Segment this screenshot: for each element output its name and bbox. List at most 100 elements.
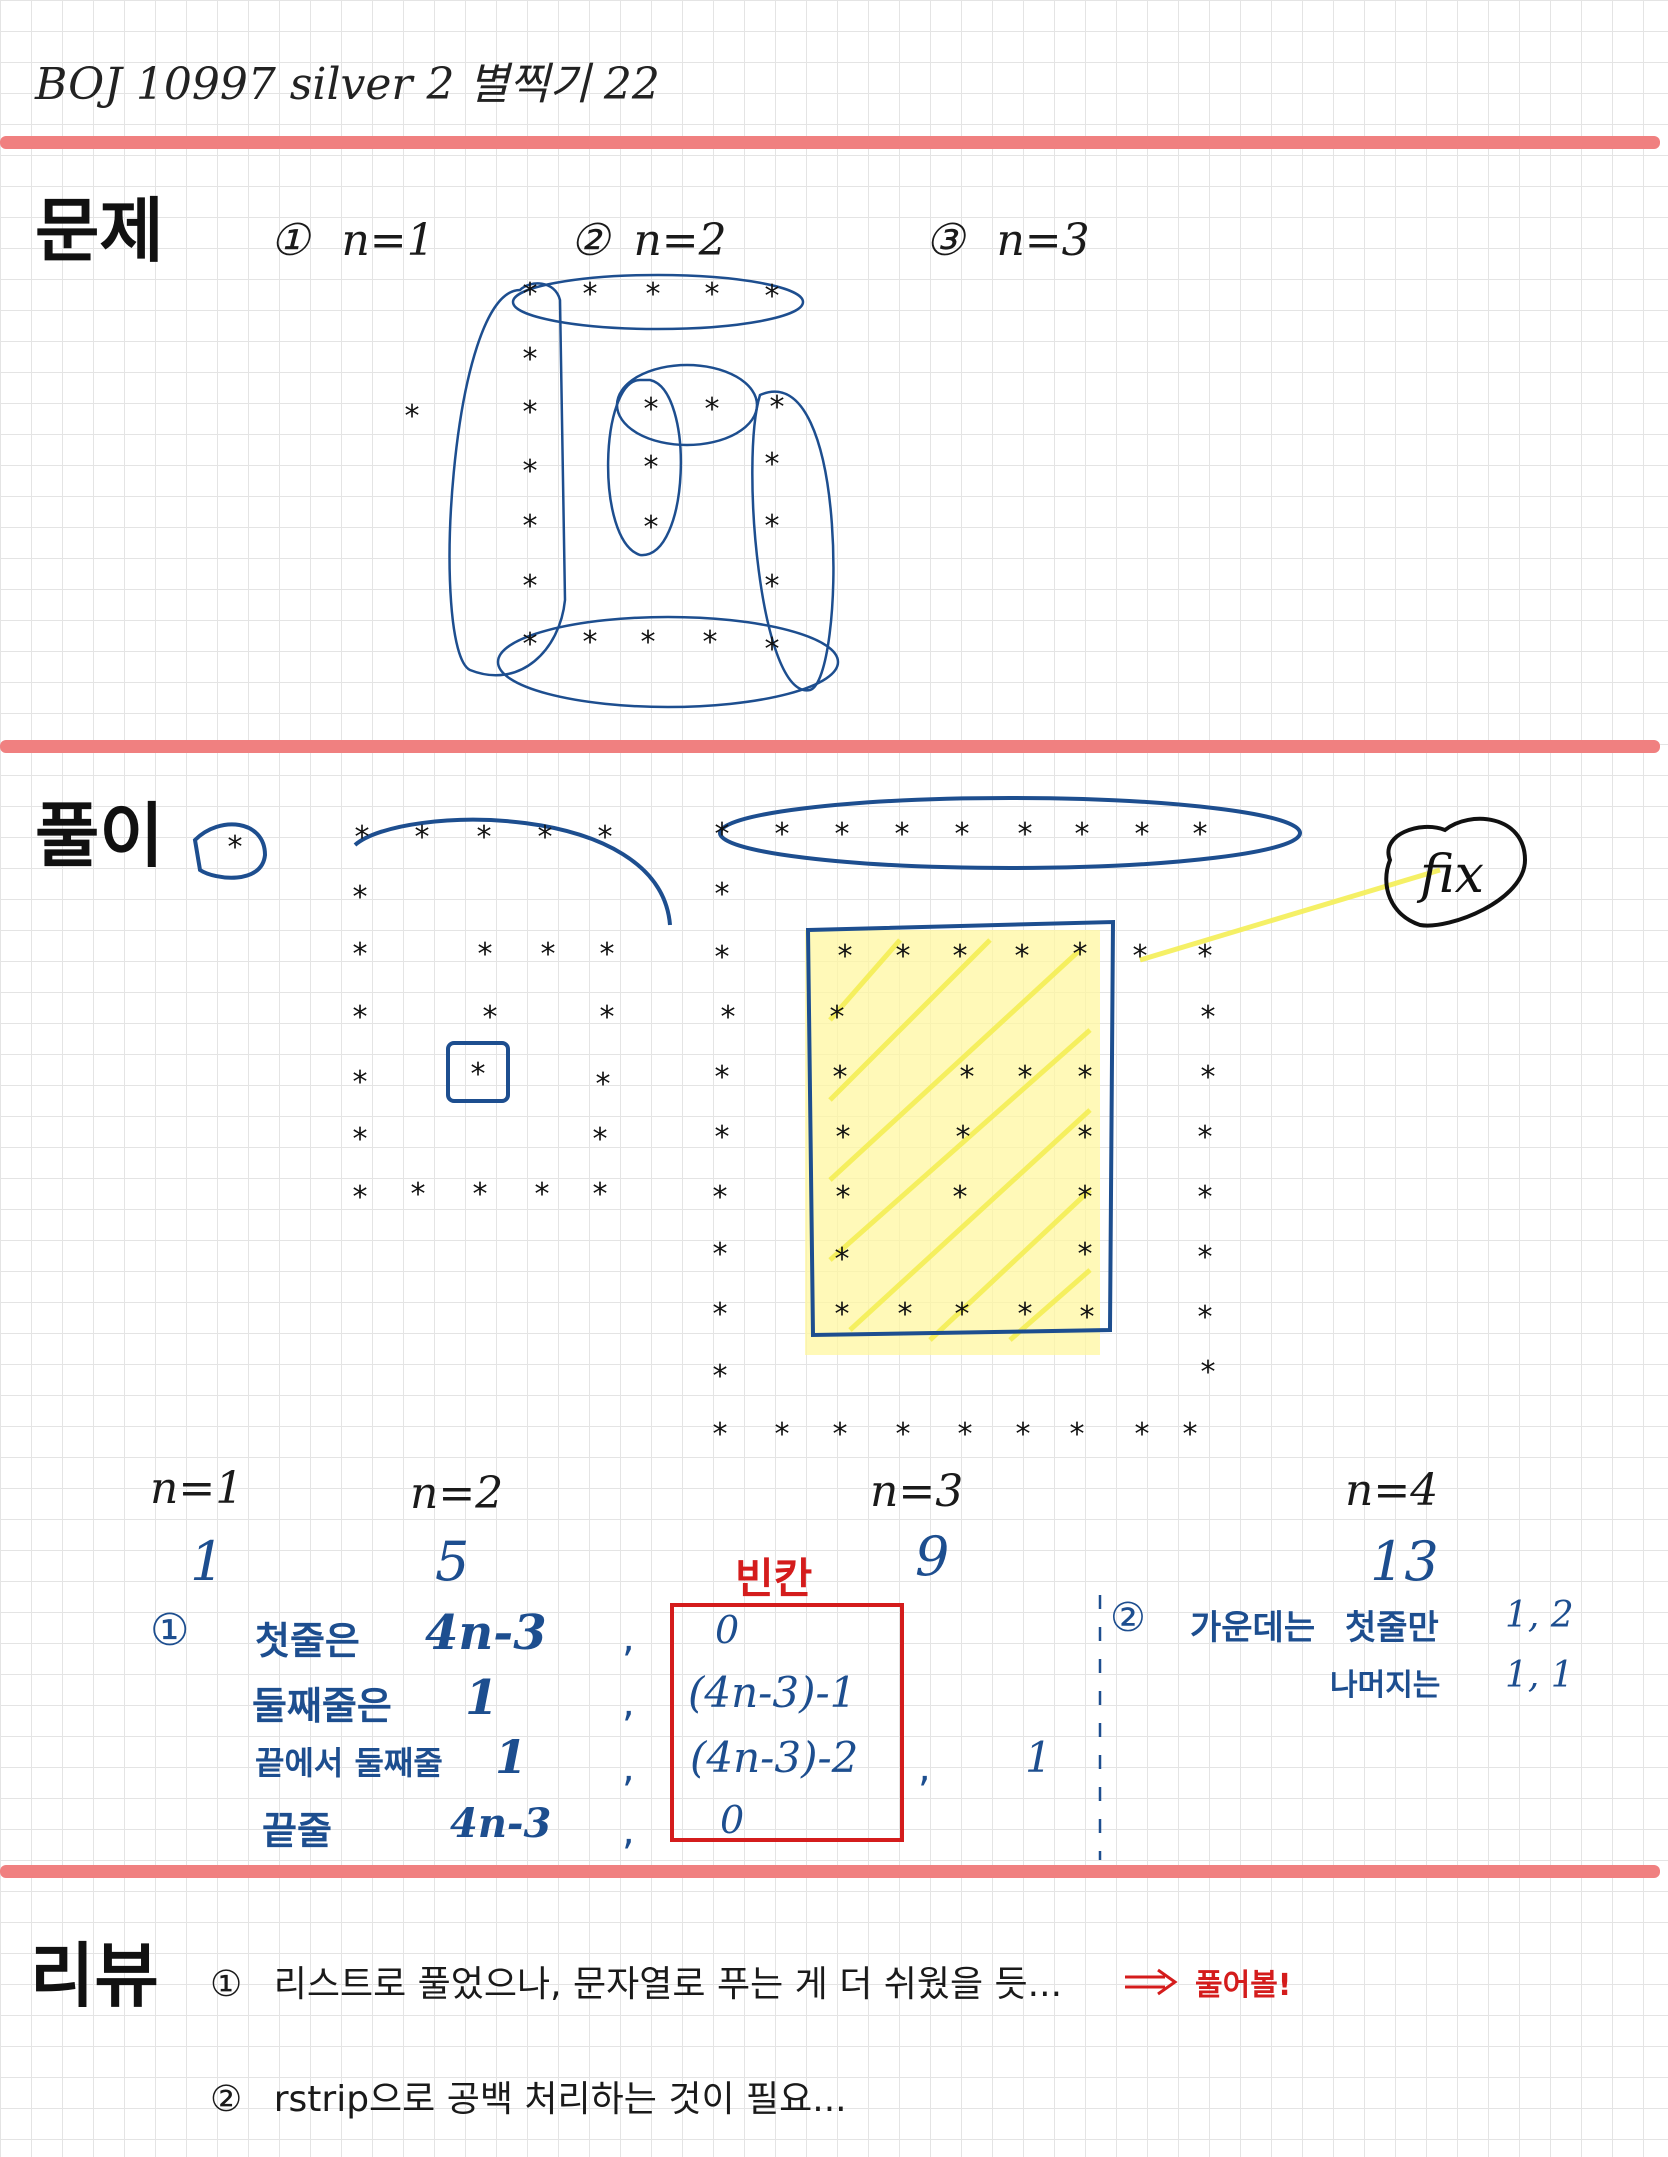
- star-mark: *: [476, 820, 492, 855]
- star-mark: *: [534, 1177, 550, 1212]
- star-mark: *: [1077, 1120, 1093, 1155]
- star-mark: *: [952, 1180, 968, 1215]
- fix-heart-outline: [1384, 816, 1528, 928]
- n-label-4: n=4: [1345, 1465, 1439, 1516]
- star-mark: *: [522, 509, 538, 544]
- star-mark: *: [714, 940, 730, 975]
- star-mark: *: [714, 877, 730, 912]
- star-mark: *: [1182, 1417, 1198, 1452]
- star-mark: *: [764, 447, 780, 482]
- star-mark: *: [592, 1122, 608, 1157]
- star-mark: *: [774, 817, 790, 852]
- star-mark: *: [832, 1060, 848, 1095]
- star-mark: *: [955, 1120, 971, 1155]
- star-mark: *: [522, 395, 538, 430]
- star-mark: *: [1015, 1417, 1031, 1452]
- blank-value-3: (4n-3)-2: [690, 1733, 859, 1782]
- n-label-1: n=1: [150, 1463, 244, 1514]
- star-mark: *: [952, 939, 968, 974]
- star-mark: *: [764, 279, 780, 314]
- star-mark: *: [1197, 1120, 1213, 1155]
- star-mark: *: [352, 937, 368, 972]
- circle-number: ①: [270, 215, 310, 266]
- middle-note-value-2: 1, 1: [1505, 1655, 1574, 1696]
- star-mark: *: [895, 939, 911, 974]
- rule-row-label-3: 끝에서 둘째줄: [255, 1744, 443, 1782]
- star-mark: *: [522, 342, 538, 377]
- star-mark: *: [837, 939, 853, 974]
- star-mark: *: [643, 450, 659, 485]
- star-mark: *: [1072, 937, 1088, 972]
- rule-row-value-1: 4n-3: [425, 1605, 547, 1661]
- count-n3: 9: [915, 1525, 950, 1588]
- comma: ,: [622, 1680, 635, 1726]
- star-mark: *: [599, 937, 615, 972]
- section-divider: [0, 136, 1660, 149]
- n-label-2: n=2: [410, 1468, 504, 1519]
- problem-label-2: ② n=2: [570, 215, 727, 266]
- star-mark: *: [1197, 939, 1213, 974]
- star-mark: *: [643, 510, 659, 545]
- review-number: ①: [210, 1964, 243, 2005]
- star-mark: *: [404, 399, 420, 434]
- star-mark: *: [832, 1417, 848, 1452]
- star-mark: *: [645, 277, 661, 312]
- section-divider: [0, 1865, 1660, 1878]
- star-mark: *: [227, 830, 243, 865]
- star-mark: *: [470, 1057, 486, 1092]
- middle-note-value-1: 1, 2: [1505, 1595, 1574, 1636]
- comma: ,: [622, 1745, 635, 1791]
- review-text: 리스트로 풀었으나, 문자열로 푸는 게 더 쉬웠을 듯...: [273, 1964, 1063, 2005]
- star-mark: *: [1197, 1300, 1213, 1335]
- count-n1: 1: [190, 1530, 225, 1593]
- star-mark: *: [1017, 1297, 1033, 1332]
- middle-note-text-1: 첫줄만: [1345, 1608, 1439, 1648]
- star-mark: *: [414, 820, 430, 855]
- star-mark: *: [352, 1000, 368, 1035]
- star-mark: *: [599, 1000, 615, 1035]
- section-heading-problem: 문제: [35, 190, 164, 272]
- star-mark: *: [1014, 939, 1030, 974]
- middle-note-label-2: 나머지는: [1330, 1668, 1441, 1703]
- star-mark: *: [835, 1180, 851, 1215]
- blank-value-2: (4n-3)-1: [688, 1668, 857, 1717]
- section-heading-review: 리뷰: [30, 1935, 159, 2017]
- review-text: rstrip으로 공백 처리하는 것이 필요...: [273, 2079, 847, 2120]
- star-mark: *: [714, 817, 730, 852]
- rule-row-value-2: 1: [465, 1670, 499, 1726]
- star-mark: *: [720, 1000, 736, 1035]
- star-mark: *: [894, 817, 910, 852]
- star-mark: *: [522, 627, 538, 662]
- star-mark: *: [764, 569, 780, 604]
- star-mark: *: [482, 1000, 498, 1035]
- star-mark: *: [582, 625, 598, 660]
- star-mark: *: [702, 625, 718, 660]
- problem-label-3: ③ n=3: [925, 215, 1090, 266]
- star-mark: *: [774, 1417, 790, 1452]
- star-mark: *: [352, 1065, 368, 1100]
- star-mark: *: [1079, 1300, 1095, 1335]
- star-mark: *: [354, 820, 370, 855]
- count-n4: 13: [1370, 1530, 1439, 1593]
- star-mark: *: [1134, 817, 1150, 852]
- star-mark: *: [1017, 817, 1033, 852]
- middle-note-number: ②: [1110, 1595, 1146, 1641]
- star-mark: *: [597, 820, 613, 855]
- star-mark: *: [1017, 1060, 1033, 1095]
- comma: ,: [918, 1745, 931, 1791]
- star-mark: *: [712, 1359, 728, 1394]
- problem-n-label: n=2: [633, 215, 727, 266]
- section-heading-solution: 풀이: [35, 795, 164, 877]
- problem-n-label: n=3: [996, 215, 1090, 266]
- rule-number: ①: [150, 1605, 190, 1656]
- star-mark: *: [712, 1237, 728, 1272]
- star-mark: *: [897, 1297, 913, 1332]
- star-mark: *: [472, 1177, 488, 1212]
- star-mark: *: [954, 817, 970, 852]
- n-label-3: n=3: [870, 1466, 964, 1517]
- problem-label-1: ① n=1: [270, 215, 435, 266]
- section-divider: [0, 740, 1660, 753]
- comma: ,: [622, 1808, 635, 1854]
- count-n2: 5: [435, 1530, 470, 1593]
- star-mark: *: [352, 1180, 368, 1215]
